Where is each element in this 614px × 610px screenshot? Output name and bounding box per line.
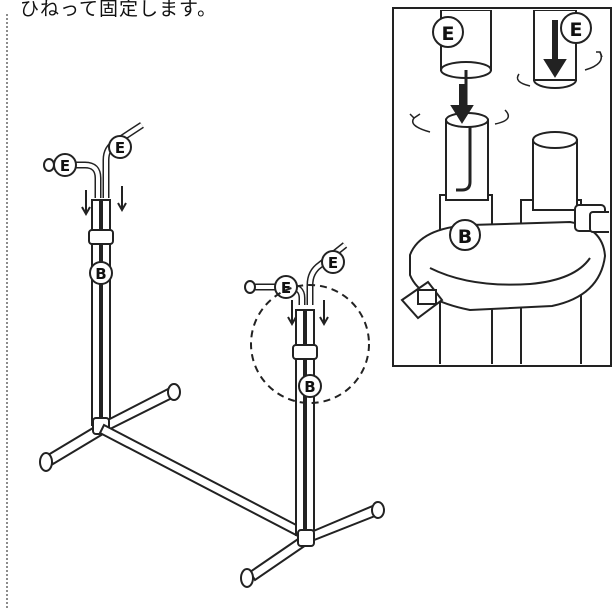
part-label-e-right-2: E [328, 254, 338, 272]
crossbar [98, 423, 304, 538]
instruction-text: ひねって固定します。 [20, 0, 218, 20]
part-label-b-inset: B [458, 226, 472, 248]
part-label-e-inset-2: E [570, 19, 583, 41]
part-label-e-inset-1: E [442, 23, 455, 45]
part-label-e-right-1: E [281, 279, 291, 297]
part-label-b-left: B [95, 265, 106, 283]
part-label-e-left-1: E [60, 157, 70, 175]
part-label-e-left-2: E [115, 139, 125, 157]
part-label-b-right: B [304, 378, 315, 396]
detail-magnified-view-icon [392, 7, 612, 367]
left-stand-assembly-icon [39, 122, 181, 472]
right-stand-assembly-icon [240, 242, 385, 588]
focus-circle [250, 284, 370, 404]
